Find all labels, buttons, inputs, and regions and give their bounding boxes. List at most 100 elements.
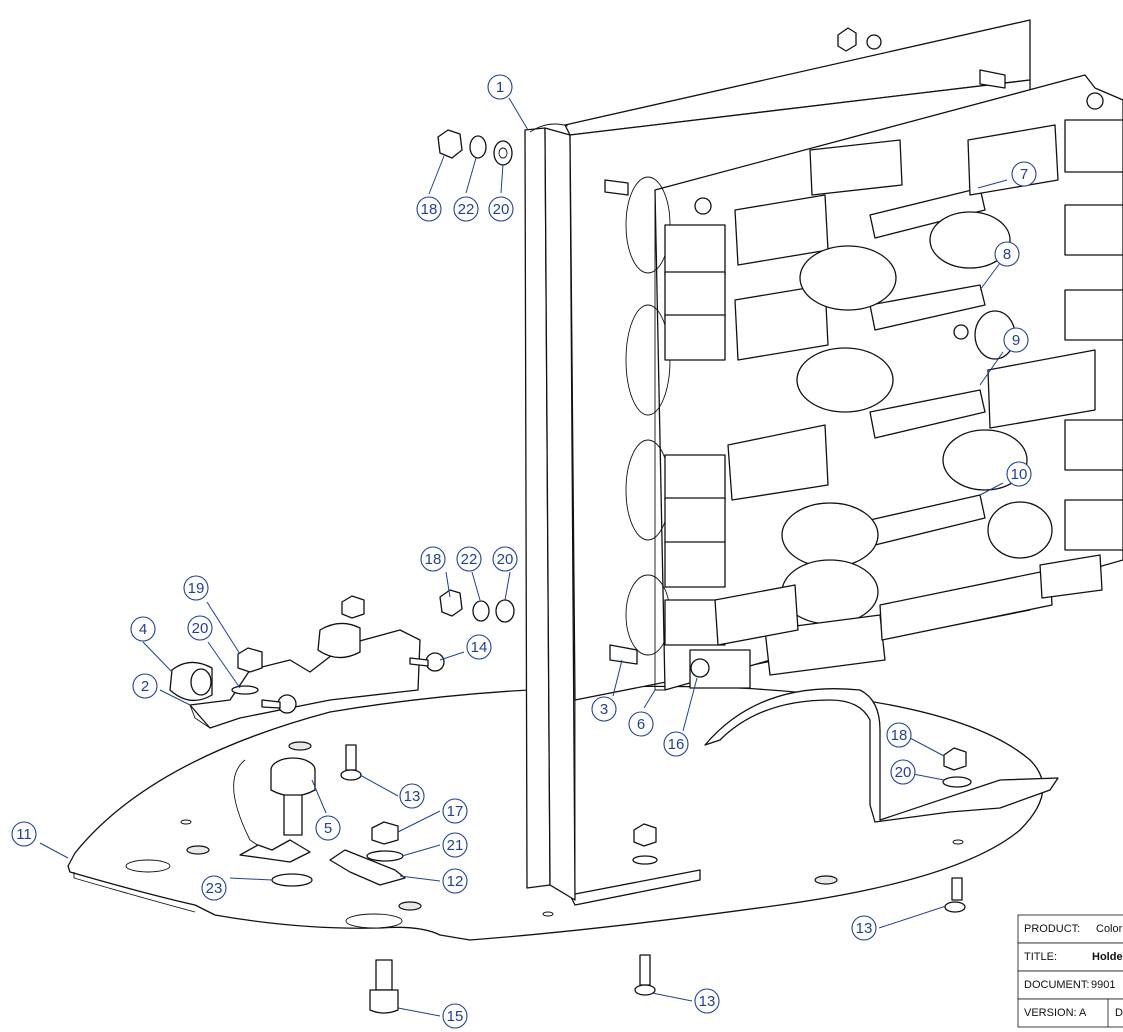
balloon-label: 5 bbox=[324, 820, 332, 837]
balloon-circle bbox=[399, 783, 425, 809]
balloon-circle bbox=[442, 1003, 468, 1029]
balloon-circle bbox=[442, 868, 468, 894]
balloon-b21: 21 bbox=[442, 832, 468, 858]
balloon-label: 16 bbox=[668, 736, 685, 753]
balloon-b13a: 13 bbox=[399, 783, 425, 809]
balloon-circle bbox=[183, 575, 209, 601]
balloon-label: 15 bbox=[447, 1008, 464, 1025]
balloon-label: 20 bbox=[895, 764, 912, 781]
balloon-circle bbox=[201, 875, 227, 901]
balloon-circle bbox=[315, 815, 341, 841]
balloon-circle bbox=[466, 634, 492, 660]
balloon-b18a: 18 bbox=[416, 196, 442, 222]
exploded-hardware-mid bbox=[231, 589, 515, 695]
balloon-b13c: 13 bbox=[694, 988, 720, 1014]
balloon-b1: 1 bbox=[487, 74, 513, 100]
balloon-circle bbox=[492, 546, 518, 572]
balloon-circle bbox=[851, 915, 877, 941]
balloon-b2: 2 bbox=[132, 673, 158, 699]
balloon-b20d: 20 bbox=[890, 759, 916, 785]
balloon-b5: 5 bbox=[315, 815, 341, 841]
tb-title-value: Holde bbox=[1092, 951, 1123, 963]
balloon-b11: 11 bbox=[11, 821, 37, 847]
balloon-circle bbox=[488, 196, 514, 222]
balloon-label: 18 bbox=[425, 551, 442, 568]
balloon-circle bbox=[886, 722, 912, 748]
balloon-b15: 15 bbox=[442, 1003, 468, 1029]
loose-screws bbox=[340, 744, 972, 1014]
balloon-b6: 6 bbox=[628, 711, 654, 737]
title-block: PRODUCT: Color TITLE: Holde DOCUMENT: 99… bbox=[1017, 914, 1123, 1028]
balloon-label: 20 bbox=[192, 620, 209, 637]
balloon-circle bbox=[11, 821, 37, 847]
balloon-b8: 8 bbox=[994, 241, 1020, 267]
balloon-b20a: 20 bbox=[488, 196, 514, 222]
balloon-circle bbox=[663, 731, 689, 757]
balloon-b20b: 20 bbox=[492, 546, 518, 572]
balloon-circle bbox=[456, 546, 482, 572]
tb-product-value: Color bbox=[1096, 923, 1123, 935]
balloon-b16: 16 bbox=[663, 731, 689, 757]
exploded-hardware-top bbox=[437, 129, 513, 166]
balloon-circle bbox=[130, 616, 156, 642]
balloon-b14: 14 bbox=[466, 634, 492, 660]
balloon-circle bbox=[416, 196, 442, 222]
mounting-bracket bbox=[169, 622, 421, 729]
balloon-b17: 17 bbox=[442, 798, 468, 824]
tb-product-label: PRODUCT: bbox=[1024, 923, 1080, 935]
board-standoffs bbox=[604, 27, 1104, 678]
balloon-label: 6 bbox=[637, 716, 645, 733]
tb-version-next: D bbox=[1115, 1007, 1123, 1019]
balloon-label: 7 bbox=[1020, 166, 1028, 183]
balloon-b18b: 18 bbox=[420, 546, 446, 572]
balloon-label: 14 bbox=[471, 639, 488, 656]
balloon-label: 20 bbox=[493, 201, 510, 218]
balloon-b9: 9 bbox=[1003, 327, 1029, 353]
balloon-b23: 23 bbox=[201, 875, 227, 901]
tb-version-label: VERSION: A bbox=[1024, 1007, 1087, 1019]
balloon-label: 1 bbox=[496, 79, 504, 96]
tb-title-label: TITLE: bbox=[1024, 951, 1057, 963]
balloon-b3: 3 bbox=[591, 696, 617, 722]
balloon-b18c: 18 bbox=[886, 722, 912, 748]
balloon-label: 3 bbox=[600, 701, 608, 718]
balloon-label: 13 bbox=[699, 993, 716, 1010]
balloon-b22b: 22 bbox=[456, 546, 482, 572]
balloon-circle bbox=[442, 832, 468, 858]
balloon-b10: 10 bbox=[1006, 461, 1032, 487]
balloon-label: 2 bbox=[141, 678, 149, 695]
balloon-circle bbox=[420, 546, 446, 572]
ground-stud-assembly bbox=[233, 757, 406, 887]
balloon-label: 12 bbox=[447, 873, 464, 890]
circuit-board bbox=[625, 74, 1123, 691]
balloon-circle bbox=[628, 711, 654, 737]
balloon-circle bbox=[1003, 327, 1029, 353]
balloon-label: 13 bbox=[404, 788, 421, 805]
balloon-label: 19 bbox=[188, 580, 205, 597]
balloon-label: 22 bbox=[458, 201, 475, 218]
balloon-circle bbox=[890, 759, 916, 785]
balloon-label: 8 bbox=[1003, 246, 1011, 263]
balloon-circle bbox=[1006, 461, 1032, 487]
tb-document-value: 9901 bbox=[1091, 979, 1115, 991]
balloon-label: 11 bbox=[16, 826, 32, 843]
balloon-b19: 19 bbox=[183, 575, 209, 601]
tb-document-label: DOCUMENT: bbox=[1024, 979, 1089, 991]
balloon-b12: 12 bbox=[442, 868, 468, 894]
balloon-b20c: 20 bbox=[187, 615, 213, 641]
balloon-label: 21 bbox=[447, 837, 464, 854]
balloon-circle bbox=[591, 696, 617, 722]
balloon-label: 18 bbox=[891, 727, 908, 744]
balloon-label: 20 bbox=[497, 551, 514, 568]
balloon-label: 9 bbox=[1012, 332, 1020, 349]
balloon-circle bbox=[132, 673, 158, 699]
balloon-label: 13 bbox=[856, 920, 873, 937]
balloon-circle bbox=[994, 241, 1020, 267]
balloon-b7: 7 bbox=[1011, 161, 1037, 187]
balloon-circle bbox=[487, 74, 513, 100]
leader-lines bbox=[39, 97, 1008, 1017]
balloon-circle bbox=[694, 988, 720, 1014]
balloon-b13b: 13 bbox=[851, 915, 877, 941]
balloon-label: 22 bbox=[461, 551, 478, 568]
balloon-label: 17 bbox=[447, 803, 464, 820]
